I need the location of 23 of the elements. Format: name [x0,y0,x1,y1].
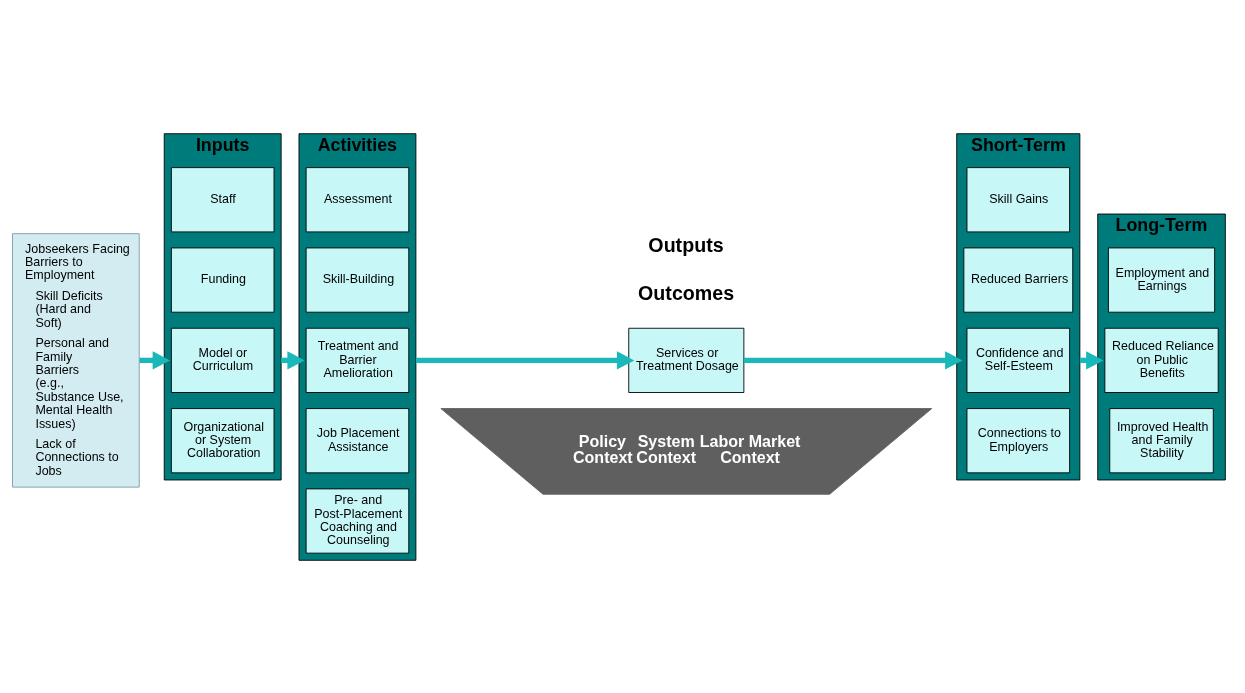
arrow [139,350,170,369]
node-box: Treatment and Barrier Amelioration [305,327,410,393]
node-box: Services or Treatment Dosage [628,327,745,393]
node-box: Improved Health and Family Stability [1109,407,1214,473]
arrow [415,350,635,369]
node-box: Model or Curriculum [170,327,275,393]
node-box: Skill Gains [966,166,1071,232]
node-box: Skill-Building [305,247,410,313]
label: Outcomes [638,281,735,304]
node-box: Connections to Employers [966,407,1071,473]
node-box: Funding [170,247,275,313]
node-box: Reduced Barriers [963,247,1074,313]
node-box: Jobseekers Facing Barriers to Employment Skill Deficits (Hard and Soft) Personal and Family Barriers (e.g., Substance Use, Mental Health Issues) Lack of Connections to Jobs [12,232,140,488]
node-box: Employment and Earnings [1108,247,1216,313]
node-box: Assessment [305,166,410,232]
node-box: Confidence and Self-Esteem [966,327,1071,393]
node-box: Reduced Reliance on Public Benefits [1104,327,1219,393]
arrow [743,350,963,369]
node-box: Organizational or System Collaboration [170,407,275,473]
node-box: Staff [170,166,275,232]
node-box: Job Placement Assistance [305,407,410,473]
label: Outputs [648,233,724,256]
node-box: Pre- and Post-Placement Coaching and Counseling [305,487,410,554]
